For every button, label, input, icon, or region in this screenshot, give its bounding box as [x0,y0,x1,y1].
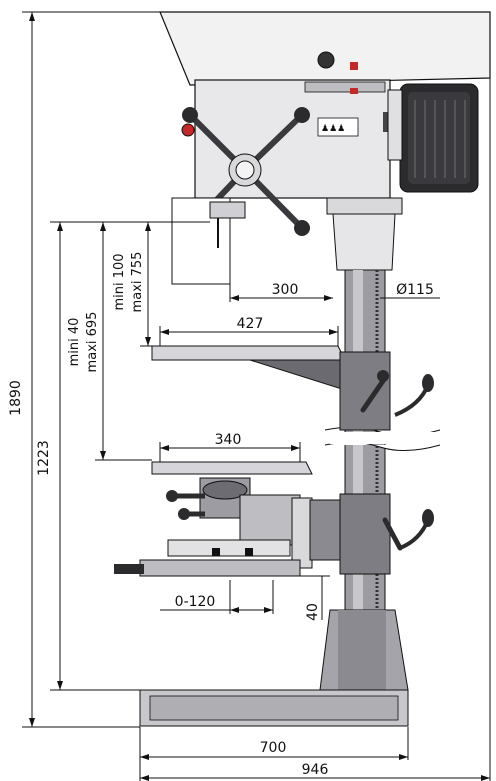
dim-vise-offset: 40 [305,603,321,621]
svg-text:♟♟♟: ♟♟♟ [321,124,345,134]
dim-column-to-base: 1223 [36,440,52,476]
dim-base-overall-width: 946 [302,762,329,778]
upper-table [151,345,434,431]
dim-travel-a-max: maxi 695 [85,312,100,373]
dim-column-diameter: Ø115 [396,282,434,298]
dim-upper-table-width: 427 [237,316,264,332]
dim-base-inner-width: 700 [260,740,287,756]
dimension-lines [22,11,491,781]
warning-label-icon [317,117,359,137]
dim-travel-b-min: mini 100 [112,253,127,310]
dim-vise-travel: 0-120 [175,594,216,610]
dimension-arrows [29,12,490,781]
stop-button-icon [181,123,195,137]
dim-travel-a-min: mini 40 [67,318,82,367]
base [139,609,409,727]
lower-table [114,461,434,577]
dim-lower-table-width: 340 [215,432,242,448]
dim-overall-height: 1890 [8,380,24,416]
drill-head: ♟♟♟ [159,11,491,199]
motor [387,83,479,193]
indicator-lamp-icon [350,62,358,70]
dim-travel-b-max: maxi 755 [130,252,145,313]
chuck-guard [171,197,246,285]
dim-throat-depth: 300 [272,282,299,298]
